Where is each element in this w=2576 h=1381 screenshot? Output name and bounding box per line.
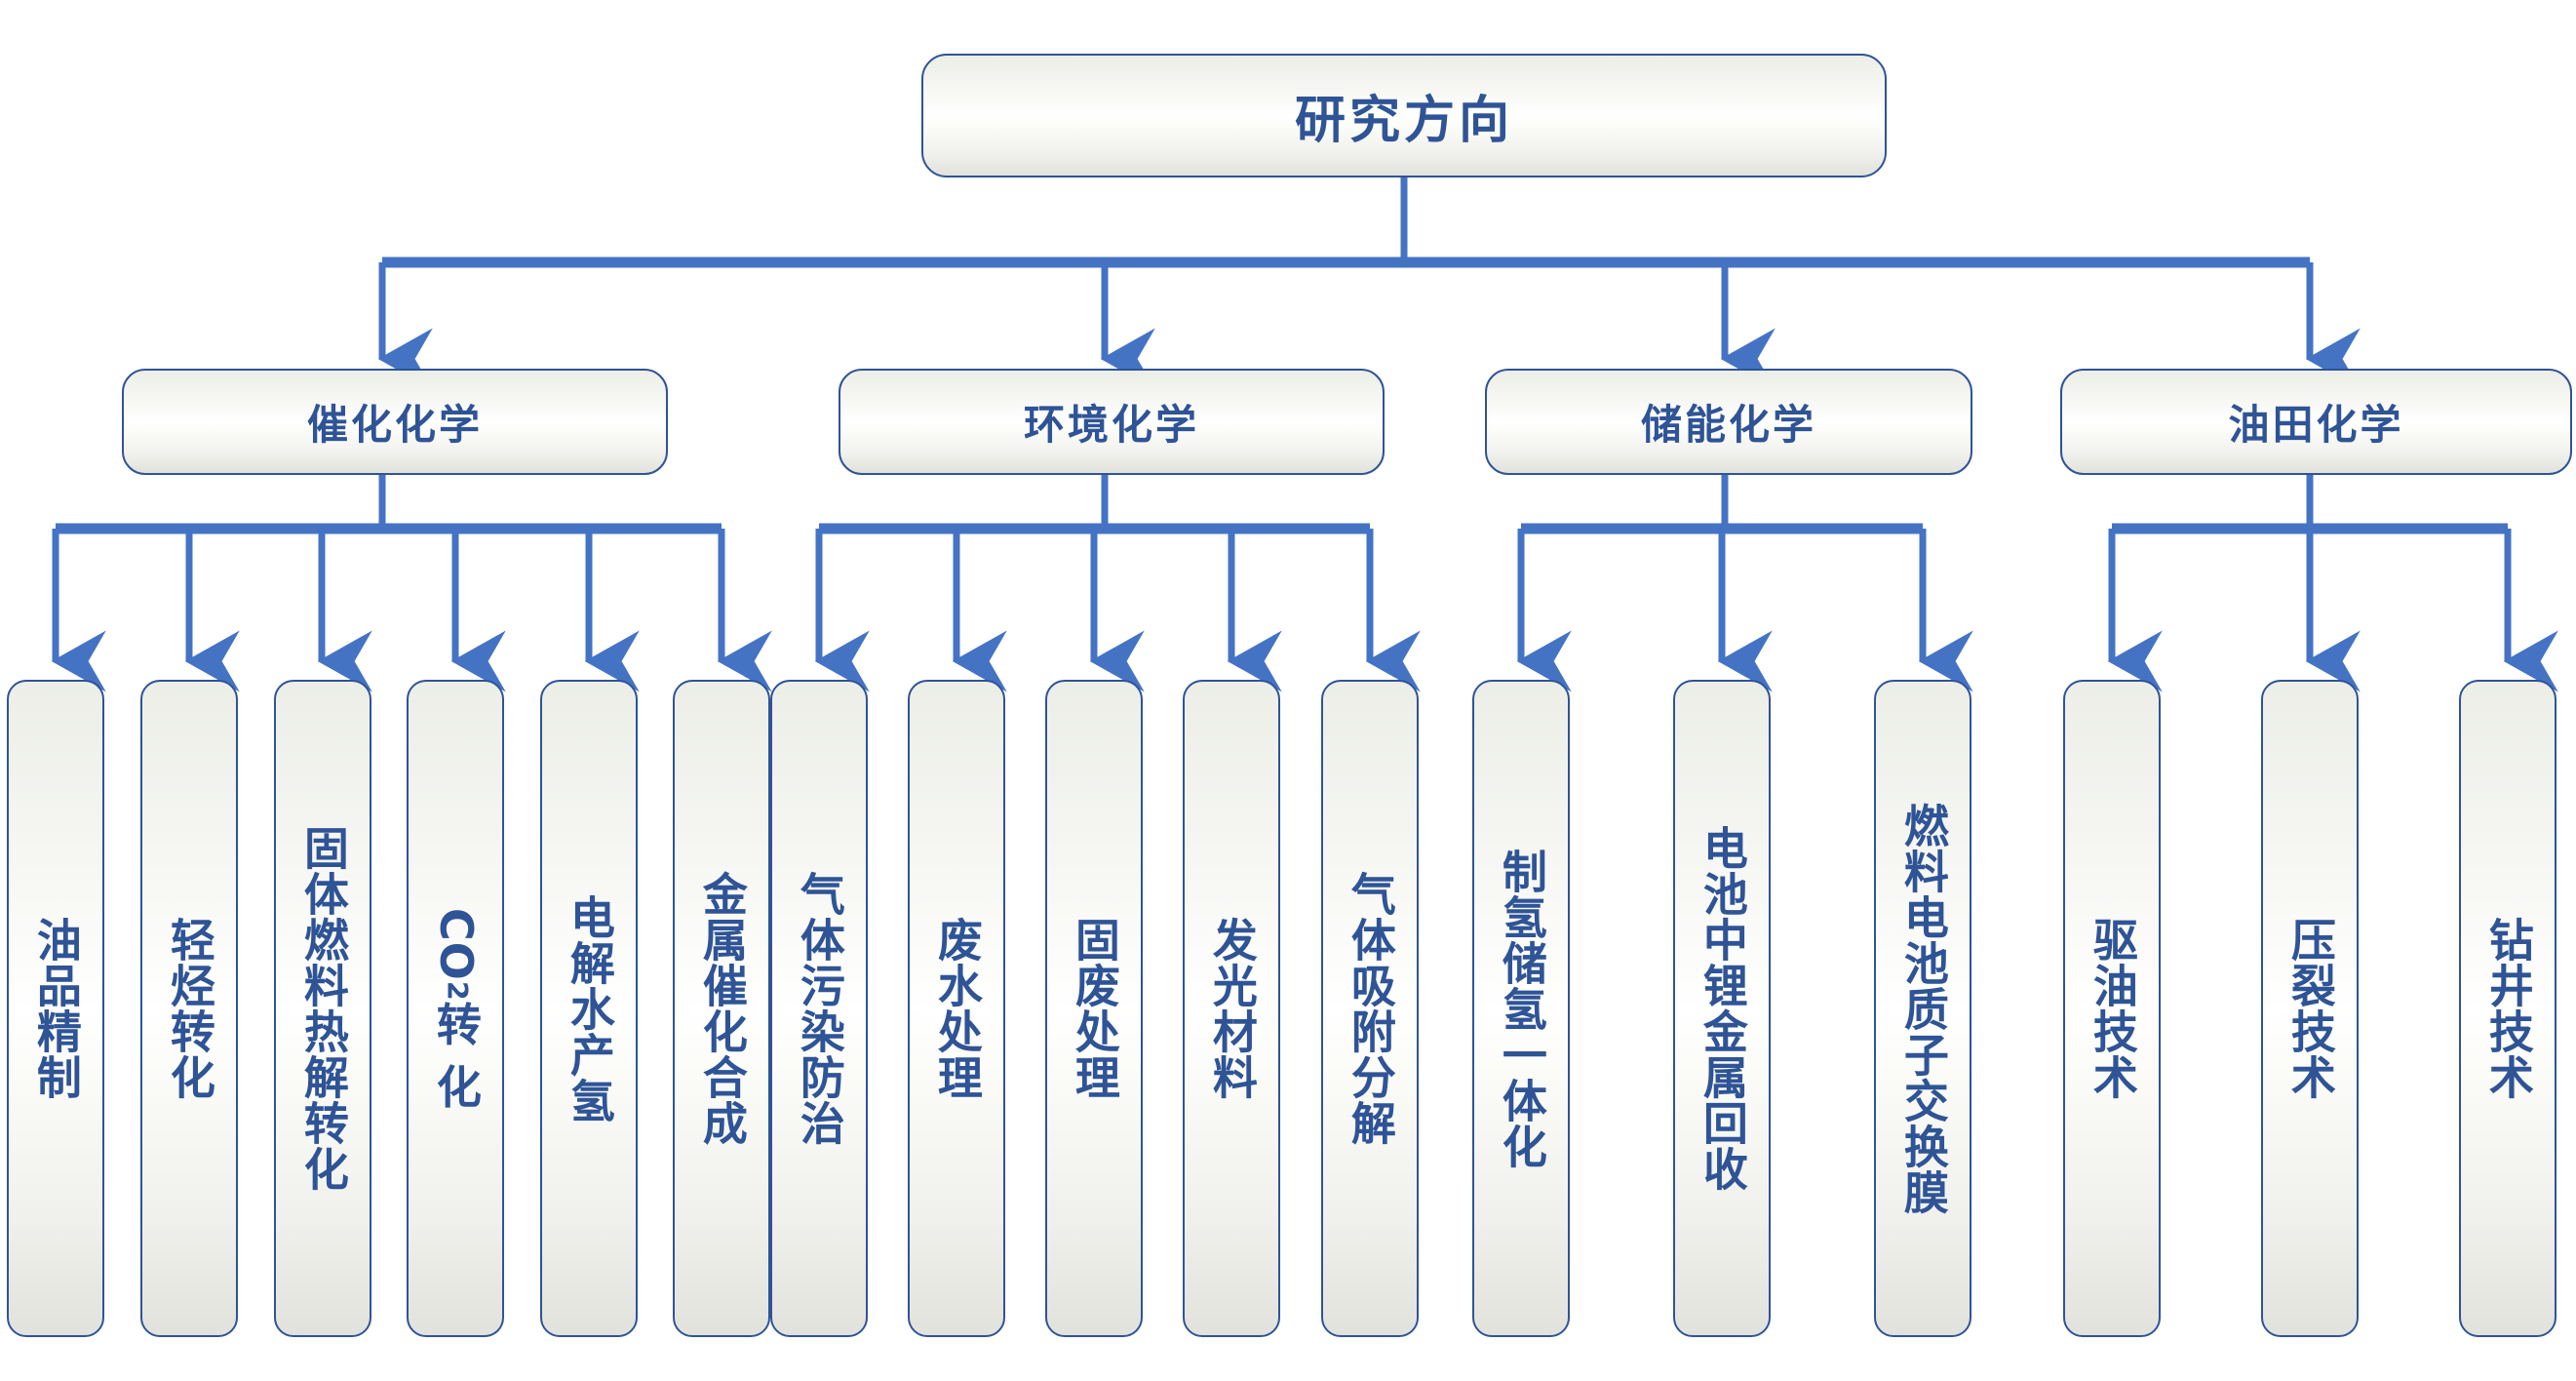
node-oilfield[interactable]: 油田化学 <box>2060 369 2572 475</box>
node-catalysis-label: 催化化学 <box>306 401 483 449</box>
node-energy-storage[interactable]: 储能化学 <box>1485 369 1972 475</box>
leaf-drilling-tech[interactable]: 钻井技术 <box>2459 680 2556 1337</box>
leaf-water-electrolysis-hydrogen-label: 电解水产氢 <box>563 893 616 1124</box>
leaf-hydrogen-production-storage[interactable]: 制氢储氢一体化 <box>1472 680 1570 1337</box>
leaf-wastewater-treatment[interactable]: 废水处理 <box>908 680 1005 1337</box>
leaf-oil-displacement-tech[interactable]: 驱油技术 <box>2063 680 2161 1337</box>
leaf-co2-subscript: 2 <box>440 980 473 1002</box>
node-root[interactable]: 研究方向 <box>921 54 1887 178</box>
leaf-solid-waste-treatment[interactable]: 固废处理 <box>1045 680 1143 1337</box>
leaf-co2-conversion-label: CO2转 化 <box>430 908 483 1110</box>
leaf-gas-adsorption-decomposition-label: 气体吸附分解 <box>1344 871 1397 1146</box>
leaf-metal-catalytic-synthesis-label: 金属催化合成 <box>695 871 749 1146</box>
leaf-fracturing-tech-label: 压裂技术 <box>2283 917 2337 1100</box>
node-environment[interactable]: 环境化学 <box>839 369 1385 475</box>
node-root-label: 研究方向 <box>1294 92 1513 150</box>
leaf-gas-adsorption-decomposition[interactable]: 气体吸附分解 <box>1321 680 1419 1337</box>
leaf-drilling-tech-label: 钻井技术 <box>2481 917 2535 1100</box>
leaf-oil-refining-label: 油品精制 <box>29 917 83 1100</box>
leaf-co2-tail: 转 化 <box>429 1001 483 1110</box>
leaf-oil-refining[interactable]: 油品精制 <box>7 680 104 1337</box>
node-oilfield-label: 油田化学 <box>2228 401 2404 449</box>
leaf-luminescent-materials[interactable]: 发光材料 <box>1183 680 1280 1337</box>
node-energy-storage-label: 储能化学 <box>1640 401 1816 449</box>
leaf-gas-pollution-control-label: 气体污染防治 <box>793 871 846 1146</box>
leaf-fuel-cell-proton-membrane[interactable]: 燃料电池质子交换膜 <box>1874 680 1971 1337</box>
leaf-light-hydrocarbon-conversion-label: 轻烃转化 <box>163 917 216 1100</box>
leaf-luminescent-materials-label: 发光材料 <box>1205 917 1259 1100</box>
leaf-light-hydrocarbon-conversion[interactable]: 轻烃转化 <box>140 680 238 1337</box>
leaf-battery-lithium-recovery[interactable]: 电池中锂金属回收 <box>1673 680 1771 1337</box>
leaf-co2-conversion[interactable]: CO2转 化 <box>407 680 504 1337</box>
leaf-battery-lithium-recovery-label: 电池中锂金属回收 <box>1696 825 1749 1192</box>
leaf-wastewater-treatment-label: 废水处理 <box>930 917 984 1100</box>
leaf-fuel-cell-proton-membrane-label: 燃料电池质子交换膜 <box>1896 802 1950 1215</box>
node-catalysis[interactable]: 催化化学 <box>122 369 668 475</box>
leaf-co2-formula: CO <box>429 907 483 981</box>
leaf-metal-catalytic-synthesis[interactable]: 金属催化合成 <box>673 680 770 1337</box>
leaf-solid-fuel-pyrolysis-label: 固体燃料热解转化 <box>296 825 350 1192</box>
leaf-solid-waste-treatment-label: 固废处理 <box>1068 917 1121 1100</box>
leaf-solid-fuel-pyrolysis[interactable]: 固体燃料热解转化 <box>274 680 371 1337</box>
leaf-water-electrolysis-hydrogen[interactable]: 电解水产氢 <box>540 680 638 1337</box>
leaf-hydrogen-production-storage-label: 制氢储氢一体化 <box>1495 848 1548 1169</box>
leaf-fracturing-tech[interactable]: 压裂技术 <box>2261 680 2359 1337</box>
leaf-gas-pollution-control[interactable]: 气体污染防治 <box>770 680 868 1337</box>
node-environment-label: 环境化学 <box>1023 401 1199 449</box>
leaf-oil-displacement-tech-label: 驱油技术 <box>2086 917 2139 1100</box>
